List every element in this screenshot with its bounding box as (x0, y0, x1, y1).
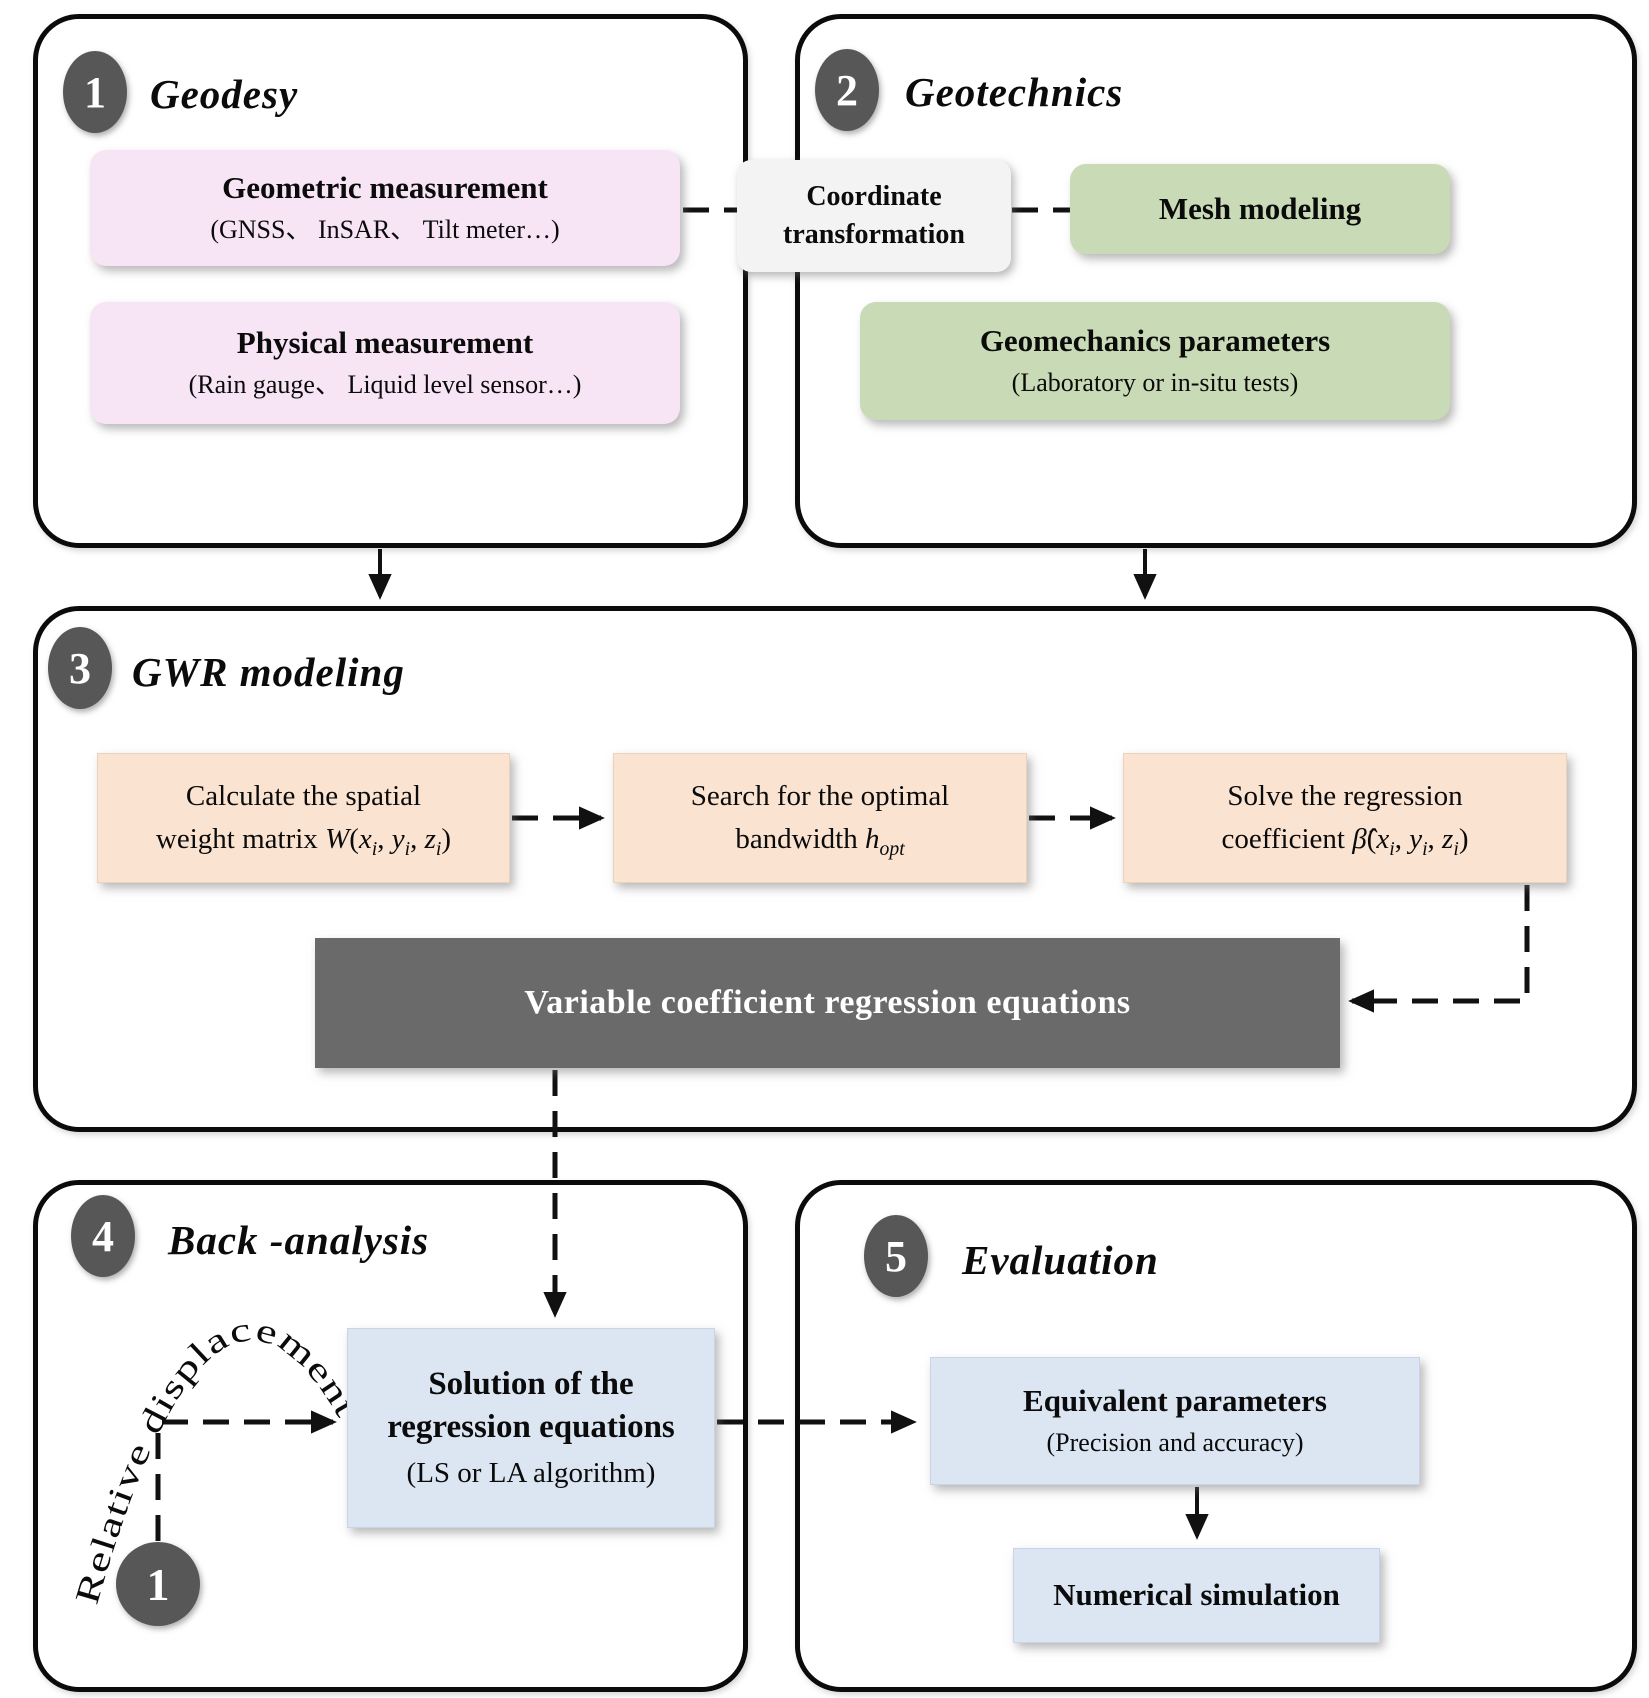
box-line1: Solve the regression (1227, 779, 1463, 812)
box-title: Mesh modeling (1158, 190, 1362, 226)
coordinate-transformation-box: Coordinate transformation (737, 160, 1011, 272)
panel-title-geodesy: Geodesy (150, 71, 299, 117)
box-title: Physical measurement (236, 325, 534, 361)
step-number-1: 1 (63, 51, 127, 133)
box-line1: Solution of the (428, 1366, 634, 1403)
solution-regression-equations-box: Solution of the regression equations (LS… (347, 1328, 715, 1528)
step-number-4: 4 (71, 1195, 135, 1277)
geomechanics-parameters-box: Geomechanics parameters (Laboratory or i… (860, 302, 1450, 420)
panel-title-evaluation: Evaluation (962, 1237, 1159, 1283)
numerical-simulation-box: Numerical simulation (1013, 1548, 1380, 1643)
step-number-2: 2 (815, 49, 879, 131)
mesh-modeling-box: Mesh modeling (1070, 164, 1450, 254)
dash-step3-to-result (1348, 885, 1530, 1013)
panel-title-gwr-modeling: GWR modeling (132, 649, 405, 695)
box-title: Geomechanics parameters (979, 323, 1331, 359)
panel-title-geotechnics: Geotechnics (905, 69, 1124, 115)
box-line2: weight matrix W(xi, yi, zi) (155, 823, 452, 860)
dash-marker1-to-solution (155, 1410, 337, 1541)
box-line2: regression equations (387, 1409, 675, 1446)
box-subtitle: (Rain gauge、 Liquid level sensor…) (188, 369, 582, 399)
banner-title: Variable coefficient regression equation… (524, 984, 1131, 1021)
loop-marker-1: 1 (116, 1542, 200, 1626)
box-line2: coefficient β̂(xi, yi, zi) (1221, 823, 1469, 860)
optimal-bandwidth-box: Search for the optimal bandwidth hopt (613, 753, 1027, 883)
box-subtitle: (LS or LA algorithm) (406, 1457, 656, 1490)
box-title: Geometric measurement (222, 170, 548, 206)
box-subtitle: (Laboratory or in-situ tests) (1011, 367, 1299, 397)
panel-title-back-analysis: Back -analysis (168, 1217, 430, 1263)
box-title: Numerical simulation (1053, 1577, 1340, 1613)
box-line2: bandwidth hopt (735, 823, 905, 860)
panel-geotechnics (795, 14, 1637, 548)
box-subtitle: (GNSS、 InSAR、 Tilt meter…) (210, 214, 560, 244)
step-number-3: 3 (48, 627, 112, 709)
box-title-line1: Coordinate (806, 181, 942, 213)
physical-measurement-box: Physical measurement (Rain gauge、 Liquid… (90, 302, 680, 424)
box-line1: Search for the optimal (690, 779, 950, 812)
equivalent-parameters-box: Equivalent parameters (Precision and acc… (930, 1357, 1420, 1485)
box-title: Equivalent parameters (1023, 1383, 1327, 1419)
variable-coefficient-equations-banner: Variable coefficient regression equation… (315, 938, 1340, 1068)
step-number-5: 5 (864, 1215, 928, 1297)
spatial-weight-matrix-box: Calculate the spatial weight matrix W(xi… (97, 753, 510, 883)
geometric-measurement-box: Geometric measurement (GNSS、 InSAR、 Tilt… (90, 150, 680, 266)
relative-displacement-label: Relative displacement (69, 1311, 365, 1608)
panel-geodesy (33, 14, 748, 548)
box-line1: Calculate the spatial (185, 779, 422, 812)
box-subtitle: (Precision and accuracy) (1046, 1427, 1304, 1457)
box-title-line2: transformation (783, 219, 965, 250)
regression-coefficient-box: Solve the regression coefficient β̂(xi, … (1123, 753, 1567, 883)
